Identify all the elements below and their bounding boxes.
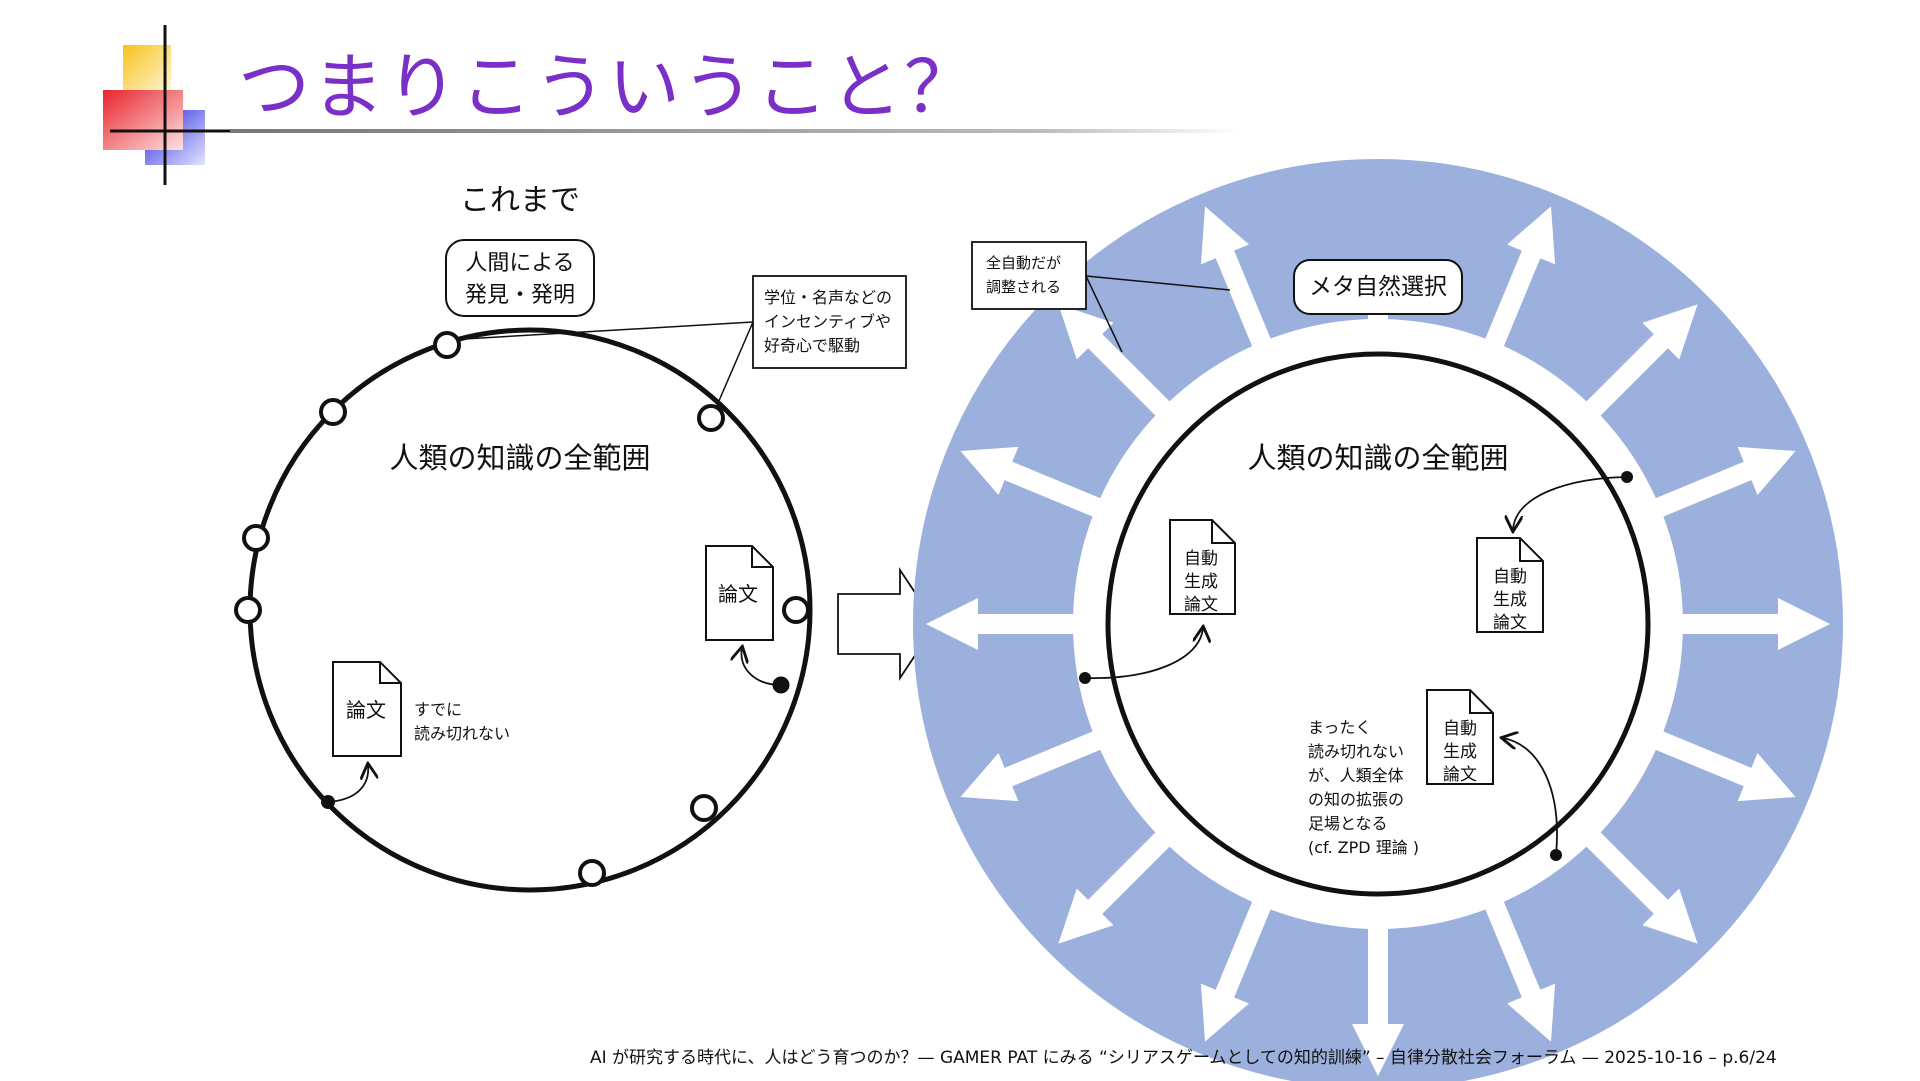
paper-top-label: 論文	[718, 582, 758, 606]
auto-paper-bottom-icon	[1426, 689, 1494, 785]
auto-adjust-callout-1	[1085, 275, 1231, 291]
outward-arrow-icon	[1483, 206, 1556, 351]
auto-paper-left-arrow	[1084, 628, 1203, 679]
auto-paper-bottom-l3: 論文	[1443, 765, 1477, 785]
outward-arrow-icon	[926, 598, 1078, 650]
right-note-line6: (cf. ZPD 理論 )	[1308, 838, 1419, 857]
outward-arrow-icon	[1651, 446, 1796, 519]
logo-icon	[103, 25, 240, 185]
right-note-line1: まったく	[1308, 718, 1371, 737]
meta-selection-label: メタ自然選択	[1309, 274, 1447, 300]
outward-arrow-icon	[1483, 897, 1556, 1042]
auto-paper-bottom-arrow	[1503, 738, 1558, 856]
outward-arrow-icon	[1583, 304, 1698, 419]
right-note-line4: の知の拡張の	[1308, 790, 1404, 809]
outward-arrow-icon	[1200, 206, 1273, 351]
paper-top-arrow	[741, 648, 782, 686]
title-underline	[230, 129, 1240, 133]
auto-paper-right-l1: 自動	[1493, 567, 1527, 587]
auto-paper-left-l3: 論文	[1184, 595, 1218, 615]
auto-paper-right-icon	[1476, 537, 1544, 633]
incentive-box	[752, 275, 907, 369]
outward-arrow-icon	[1651, 729, 1796, 802]
paper-bottom-label: 論文	[346, 698, 386, 722]
auto-paper-bottom-l2: 生成	[1443, 742, 1477, 762]
auto-paper-right-l2: 生成	[1493, 590, 1527, 610]
unreadable-note-line1: すでに	[414, 700, 462, 719]
outward-arrow-icon	[1678, 598, 1830, 650]
auto-adjust-line2: 調整される	[986, 278, 1061, 296]
outward-arrow-icon	[1200, 897, 1273, 1042]
auto-paper-right-arrow	[1513, 476, 1628, 530]
paper-top-icon	[705, 545, 774, 641]
outward-arrow-icon	[1058, 829, 1173, 944]
left-heading: これまで	[460, 183, 580, 218]
human-discovery-box	[445, 239, 595, 317]
paper-bottom-icon	[332, 661, 402, 757]
auto-paper-left-l2: 生成	[1184, 572, 1218, 592]
right-circle-label: 人類の知識の全範囲	[1247, 441, 1508, 475]
left-circle-label: 人類の知識の全範囲	[389, 441, 650, 475]
auto-adjust-box	[971, 241, 1087, 310]
incentive-callout-line-2	[714, 321, 754, 411]
auto-paper-left-l1: 自動	[1184, 549, 1218, 569]
auto-paper-bottom-l1: 自動	[1443, 719, 1477, 739]
outward-arrow-icon	[1058, 304, 1173, 419]
outward-arrow-icon	[960, 729, 1105, 802]
outward-arrow-icon	[1352, 924, 1404, 1076]
human-box-line2: 発見・発明	[465, 283, 575, 308]
incentive-line3: 好奇心で駆動	[764, 336, 860, 355]
incentive-line2: インセンティブや	[764, 312, 891, 331]
right-note-line5: 足場となる	[1308, 814, 1388, 833]
auto-paper-left-icon	[1169, 519, 1236, 615]
left-circle-bumps	[234, 331, 810, 887]
right-note-line2: 読み切れない	[1308, 742, 1404, 761]
incentive-line1: 学位・名声などの	[764, 288, 892, 307]
unreadable-note-line2: 読み切れない	[414, 724, 510, 743]
auto-adjust-line1: 全自動だが	[986, 254, 1061, 272]
incentive-callout-line-1	[446, 321, 754, 341]
outward-arrow-icon	[1583, 829, 1698, 944]
footer: AI が研究する時代に、人はどう育つのか？— GAMER PAT にみる “シリ…	[590, 1048, 1777, 1068]
page-title: つまりこういうこと？	[238, 45, 979, 129]
auto-paper-right-l3: 論文	[1493, 613, 1527, 633]
outward-arrow-icon	[960, 446, 1105, 519]
right-knowledge-circle	[1105, 351, 1651, 897]
outward-arrows	[926, 206, 1830, 1076]
right-note-line3: が、人類全体	[1308, 766, 1404, 785]
meta-selection-box	[1293, 259, 1463, 315]
auto-adjust-callout-2	[1085, 275, 1123, 353]
paper-bottom-arrow	[327, 765, 368, 803]
human-box-line1: 人間による	[465, 251, 574, 276]
